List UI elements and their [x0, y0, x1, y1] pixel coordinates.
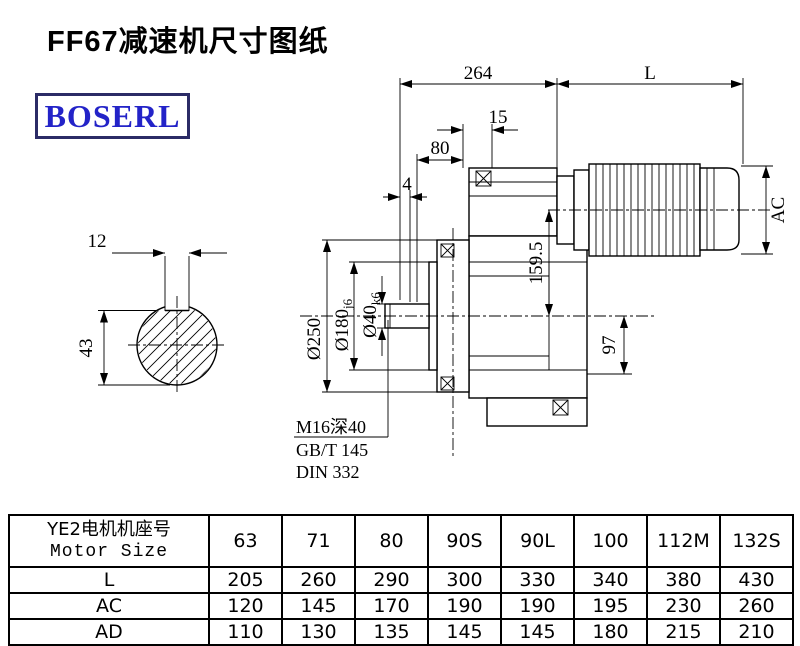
- table-cell: 190: [500, 592, 575, 620]
- column-header-132s: 132S: [719, 514, 794, 568]
- table-row-l: L 205 260 290 300 330 340 380 430: [8, 566, 794, 594]
- dim-ac-label: AC: [768, 197, 789, 223]
- table-row-ac: AC 120 145 170 190 190 195 230 260: [8, 592, 794, 620]
- center-hole-label: M16深40: [296, 417, 366, 437]
- flange-bolt-hole-bottom-icon: [440, 376, 455, 391]
- table-cell: 300: [427, 566, 502, 594]
- table-cell: 145: [427, 618, 502, 646]
- flange-diameter-label: Ø250: [304, 318, 325, 360]
- dim-4-label: 4: [402, 174, 412, 195]
- column-header-90s: 90S: [427, 514, 502, 568]
- dimensions: 264 L 15 80 4 AC 159.5 97: [294, 63, 789, 482]
- reducer-side-view: [300, 163, 770, 458]
- dim-motor-length-label: L: [644, 63, 656, 84]
- table-cell: 215: [646, 618, 721, 646]
- shaft-tolerance: k6: [368, 292, 383, 306]
- table-cell: 210: [719, 618, 794, 646]
- column-header-80: 80: [354, 514, 429, 568]
- fan-cowl: [699, 167, 740, 251]
- motor-frame-header-en: Motor Size: [49, 542, 169, 562]
- size-table: YE2电机机座号 Motor Size 63 71 80 90S 90L 100…: [8, 514, 794, 646]
- shaft-diameter-value: Ø40: [360, 305, 381, 338]
- key-height-label: 43: [76, 339, 97, 358]
- column-header-100: 100: [573, 514, 648, 568]
- shaft-section-view: 12 43: [76, 231, 227, 394]
- pilot-diameter-label: Ø180j6: [332, 298, 355, 351]
- dim-15-label: 15: [489, 107, 508, 128]
- table-cell: 120: [208, 592, 283, 620]
- standard-din-label: DIN 332: [296, 462, 360, 482]
- dim-overall-width-label: 264: [464, 63, 493, 84]
- table-cell: 260: [281, 566, 356, 594]
- page-title: FF67减速机尺寸图纸: [47, 26, 329, 58]
- column-header-63: 63: [208, 514, 283, 568]
- brand-logo: BOSERL: [35, 93, 190, 139]
- table-cell: 180: [573, 618, 648, 646]
- table-cell: 130: [281, 618, 356, 646]
- table-cell: 290: [354, 566, 429, 594]
- column-header-112m: 112M: [646, 514, 721, 568]
- table-cell: 260: [719, 592, 794, 620]
- flange-bolt-hole-top-icon: [440, 243, 455, 258]
- motor-frame-header-cn: YE2电机机座号: [47, 519, 171, 540]
- standard-gbt-label: GB/T 145: [296, 440, 368, 460]
- dim-80-label: 80: [431, 138, 450, 159]
- oil-plug-bottom-icon: [552, 399, 569, 416]
- table-cell: 145: [281, 592, 356, 620]
- table-cell: 190: [427, 592, 502, 620]
- oil-plug-top-icon: [475, 170, 492, 187]
- table-cell: 170: [354, 592, 429, 620]
- row-label-ad: AD: [8, 618, 210, 646]
- column-header-90l: 90L: [500, 514, 575, 568]
- table-cell: 340: [573, 566, 648, 594]
- table-cell: 145: [500, 618, 575, 646]
- key-width-label: 12: [88, 231, 107, 252]
- column-header-71: 71: [281, 514, 356, 568]
- shaft-diameter-label: Ø40k6: [360, 292, 383, 338]
- brand-logo-text: BOSERL: [44, 97, 181, 134]
- pilot-diameter-value: Ø180: [332, 309, 353, 351]
- row-label-l: L: [8, 566, 210, 594]
- table-cell: 135: [354, 618, 429, 646]
- table-cell: 230: [646, 592, 721, 620]
- motor-frame-header: YE2电机机座号 Motor Size: [8, 514, 210, 568]
- dim-axis-height-label: 159.5: [526, 242, 547, 285]
- table-cell: 380: [646, 566, 721, 594]
- table-cell: 195: [573, 592, 648, 620]
- pilot-tolerance: j6: [340, 298, 355, 310]
- table-cell: 330: [500, 566, 575, 594]
- dim-97-label: 97: [599, 336, 620, 355]
- row-label-ac: AC: [8, 592, 210, 620]
- table-cell: 110: [208, 618, 283, 646]
- table-row-ad: AD 110 130 135 145 145 180 215 210: [8, 618, 794, 646]
- table-cell: 430: [719, 566, 794, 594]
- table-cell: 205: [208, 566, 283, 594]
